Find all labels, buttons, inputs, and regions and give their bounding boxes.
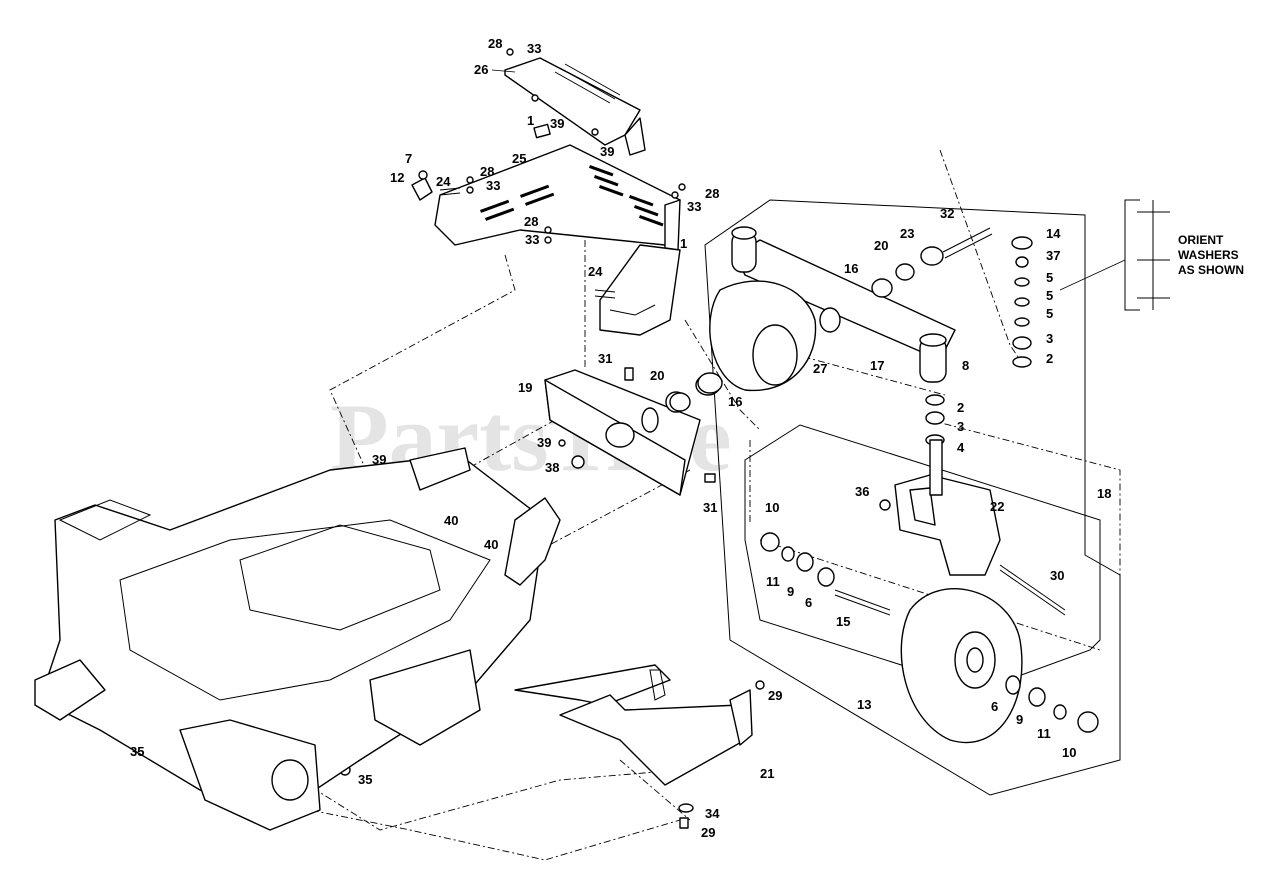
- wheel-assembly-boundary: [744, 424, 1101, 691]
- callout-3: 3: [1046, 331, 1053, 346]
- callout-35-b: 35: [358, 772, 372, 787]
- callout-18: 18: [1097, 486, 1111, 501]
- callout-9-b: 9: [1016, 712, 1023, 727]
- callout-37: 37: [1046, 248, 1060, 263]
- note-line-3: AS SHOWN: [1178, 263, 1244, 277]
- callout-39: 39: [550, 116, 564, 131]
- callout-32: 32: [940, 206, 954, 221]
- callout-21: 21: [760, 766, 774, 781]
- callout-38: 38: [545, 460, 559, 475]
- callout-15: 15: [836, 614, 850, 629]
- callout-16: 16: [844, 261, 858, 276]
- callout-39-d: 39: [372, 452, 386, 467]
- callout-10: 10: [765, 500, 779, 515]
- callout-29-b: 29: [701, 825, 715, 840]
- callout-24-b: 24: [588, 264, 603, 279]
- callout-14: 14: [1046, 226, 1061, 241]
- left-wheel-bearings: [760, 532, 835, 587]
- callout-28-c: 28: [705, 186, 719, 201]
- callout-23: 23: [900, 226, 914, 241]
- callout-40-b: 40: [484, 537, 498, 552]
- callout-7: 7: [405, 151, 412, 166]
- callout-10-b: 10: [1062, 745, 1076, 760]
- callout-33-b: 33: [486, 178, 500, 193]
- callout-30: 30: [1050, 568, 1064, 583]
- callout-2: 2: [1046, 351, 1053, 366]
- callout-29: 29: [768, 688, 782, 703]
- callout-1-b: 1: [680, 236, 687, 251]
- callout-28-d: 28: [524, 214, 538, 229]
- callout-26: 26: [474, 62, 488, 77]
- cross-beam: [544, 369, 721, 496]
- side-bracket: [594, 244, 681, 336]
- callout-28-b: 28: [480, 164, 494, 179]
- vent-panel: [434, 123, 681, 251]
- callout-39-b: 39: [600, 144, 614, 159]
- callout-8: 8: [962, 358, 969, 373]
- note-line-1: ORIENT: [1178, 233, 1224, 247]
- callout-33: 33: [527, 41, 541, 56]
- orient-washers-note: ORIENT WASHERS AS SHOWN: [1059, 199, 1244, 311]
- washer-stack: [925, 236, 1033, 446]
- callout-11-b: 11: [1037, 726, 1051, 741]
- callout-13: 13: [857, 697, 871, 712]
- callout-12: 12: [390, 170, 404, 185]
- front-caster-wheel: [834, 564, 1066, 744]
- callout-5: 5: [1046, 270, 1053, 285]
- right-wheel-bearings: [1005, 675, 1099, 733]
- top-cover: [504, 48, 646, 156]
- latch: [411, 170, 461, 201]
- rear-caster-wheel: [709, 280, 817, 392]
- callout-25: 25: [512, 151, 526, 166]
- callout-9: 9: [787, 584, 794, 599]
- callout-20-b: 20: [650, 368, 664, 383]
- callout-5-c: 5: [1046, 306, 1053, 321]
- callout-6-b: 6: [991, 699, 998, 714]
- callout-4: 4: [957, 440, 965, 455]
- caster-arm: [731, 226, 956, 383]
- callout-19: 19: [518, 380, 532, 395]
- callout-40: 40: [444, 513, 458, 528]
- caster-fork: [894, 439, 1001, 576]
- callout-17: 17: [870, 358, 884, 373]
- callout-22: 22: [990, 499, 1004, 514]
- callout-39-c: 39: [537, 435, 551, 450]
- callouts: 28 33 26 1 39 39 7 12 24 28 33 25 28 33 …: [130, 36, 1111, 840]
- callout-16-b: 16: [728, 394, 742, 409]
- callout-11: 11: [766, 574, 780, 589]
- callout-31: 31: [598, 351, 612, 366]
- callout-33-d: 33: [525, 232, 539, 247]
- bushings-and-bolt: [669, 227, 993, 412]
- callout-36: 36: [855, 484, 869, 499]
- callout-35: 35: [130, 744, 144, 759]
- callout-3-b: 3: [957, 419, 964, 434]
- callout-20: 20: [874, 238, 888, 253]
- callout-6: 6: [805, 595, 812, 610]
- callout-33-c: 33: [687, 199, 701, 214]
- callout-27: 27: [813, 361, 827, 376]
- callout-28: 28: [488, 36, 502, 51]
- callout-2-b: 2: [957, 400, 964, 415]
- main-frame: [34, 447, 561, 831]
- callout-1: 1: [527, 113, 534, 128]
- callout-5-b: 5: [1046, 288, 1053, 303]
- callout-34: 34: [705, 806, 720, 821]
- callout-31-b: 31: [703, 500, 717, 515]
- footrest-bracket: [514, 664, 753, 786]
- note-line-2: WASHERS: [1178, 248, 1239, 262]
- callout-24: 24: [436, 174, 451, 189]
